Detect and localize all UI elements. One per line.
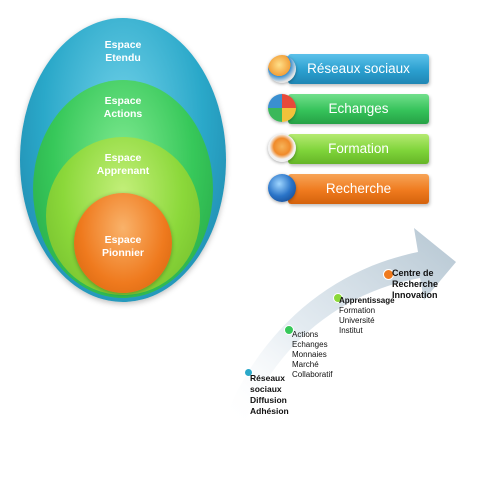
- step-dot-reseaux: [244, 368, 253, 377]
- step-text-actions: Actions Echanges Monnaies Marché Collabo…: [292, 330, 333, 379]
- button-reseaux-sociaux: Réseaux sociaux: [288, 54, 429, 84]
- people-icon: [268, 55, 296, 83]
- pie-icon: [268, 94, 296, 122]
- globe-icon: [268, 174, 296, 202]
- step-text-reseaux: Réseaux sociaux Diffusion Adhésion: [250, 373, 289, 416]
- arrow-body: [224, 228, 456, 420]
- ellipse-espace-pionnier: [74, 193, 172, 293]
- hands-icon: [268, 134, 296, 162]
- step-text-recherche: Centre de Recherche Innovation: [392, 268, 439, 300]
- step-dot-recherche: [383, 269, 394, 280]
- button-formation: Formation: [288, 134, 429, 164]
- step-dot-apprentissage: [333, 293, 343, 303]
- button-recherche: Recherche: [288, 174, 429, 204]
- step-text-apprentissage: Apprentissage Formation Université Insti…: [339, 296, 395, 335]
- button-echanges: Echanges: [288, 94, 429, 124]
- step-dot-actions: [284, 325, 294, 335]
